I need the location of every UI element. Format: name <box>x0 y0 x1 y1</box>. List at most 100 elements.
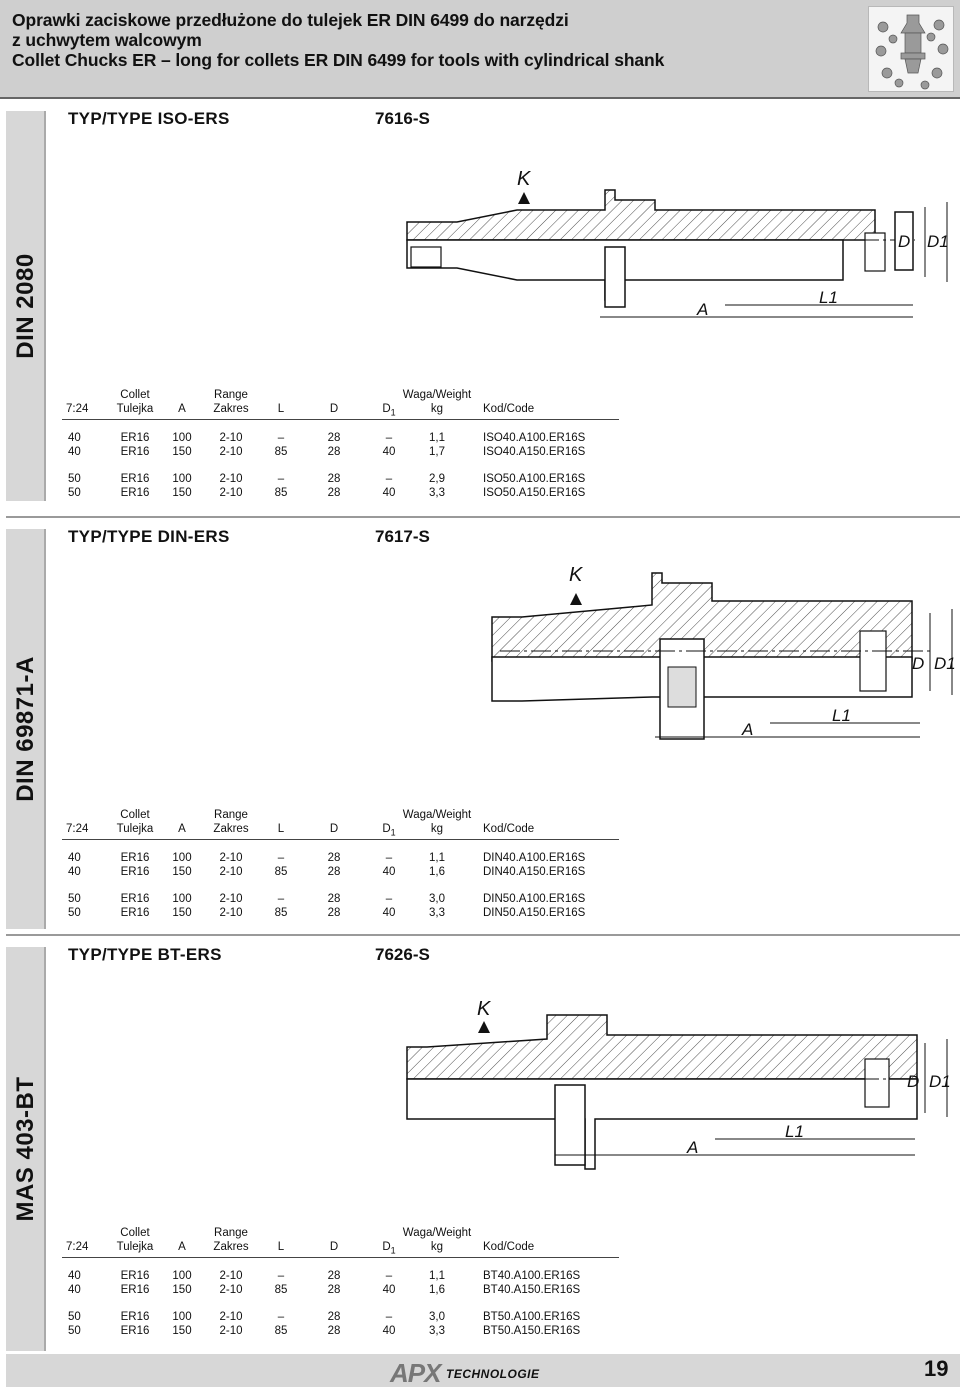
cell-d: 28 <box>327 473 341 485</box>
cell-kg: 3,0 <box>429 1311 445 1323</box>
cell-a: 100 <box>172 473 192 485</box>
k-marker <box>570 593 582 605</box>
k-marker <box>478 1021 490 1033</box>
cell-kg: 3,3 <box>429 1325 445 1337</box>
label-k: K <box>569 564 584 586</box>
cell-collet: ER16 <box>120 1311 150 1323</box>
label-d: D <box>898 232 910 251</box>
side-tab: DIN 2080 <box>6 111 46 501</box>
cell-l: – <box>277 893 285 905</box>
cell-taper: 40 <box>68 446 81 458</box>
cell-code: BT50.A100.ER16S <box>483 1311 581 1323</box>
cell-d: 28 <box>327 1284 341 1296</box>
cell-taper: 40 <box>68 432 81 444</box>
cell-code: ISO50.A100.ER16S <box>483 473 586 485</box>
cell-a: 100 <box>172 1311 192 1323</box>
type-title: TYP/TYPE ISO-ERS <box>68 109 230 128</box>
side-tab: DIN 69871-A <box>6 529 46 929</box>
cell-code: DIN50.A100.ER16S <box>483 893 586 905</box>
th-taper: 7:24 <box>66 1241 89 1253</box>
th-collet-en: Collet <box>120 1227 150 1239</box>
label-l1: L1 <box>785 1122 804 1141</box>
th-code: Kod/Code <box>483 403 535 415</box>
label-d1: D1 <box>929 1072 951 1091</box>
cell-l: – <box>277 1270 285 1282</box>
cell-d: 28 <box>327 446 341 458</box>
cell-l: – <box>277 852 285 864</box>
section-divider <box>6 516 960 518</box>
table-rule <box>62 1257 619 1258</box>
cell-a: 100 <box>172 893 192 905</box>
cell-collet: ER16 <box>120 1284 150 1296</box>
type-code: 7616-S <box>375 109 430 128</box>
th-kg: kg <box>430 1241 444 1253</box>
th-d1: D1 <box>382 1241 395 1255</box>
th-collet-pl: Tulejka <box>116 1241 154 1253</box>
cell-taper: 50 <box>68 893 81 905</box>
th-a: A <box>178 1241 186 1253</box>
cell-l: 85 <box>274 866 288 878</box>
cell-d1: 40 <box>382 487 396 499</box>
type-title: TYP/TYPE DIN-ERS <box>68 527 230 546</box>
cell-kg: 1,6 <box>429 866 445 878</box>
cell-collet: ER16 <box>120 1325 150 1337</box>
page-title: Oprawki zaciskowe przedłużone do tulejek… <box>12 10 664 70</box>
cell-l: 85 <box>274 446 288 458</box>
cell-d: 28 <box>327 487 341 499</box>
cell-kg: 3,3 <box>429 487 445 499</box>
side-label: DIN 2080 <box>12 253 39 359</box>
th-l: L <box>277 403 285 415</box>
th-collet-pl: Tulejka <box>116 823 154 835</box>
page-header: Oprawki zaciskowe przedłużone do tulejek… <box>0 0 960 97</box>
cell-d: 28 <box>327 907 341 919</box>
side-label: DIN 69871-A <box>12 656 39 802</box>
title-line-3: Collet Chucks ER – long for collets ER D… <box>12 50 665 70</box>
th-range-pl: Zakres <box>213 823 249 835</box>
th-d: D <box>329 1241 339 1253</box>
cell-d: 28 <box>327 893 341 905</box>
cell-a: 150 <box>172 1325 192 1337</box>
title-line-2: z uchwytem walcowym <box>12 30 202 50</box>
th-collet-en: Collet <box>120 809 150 821</box>
cell-d: 28 <box>327 1311 341 1323</box>
label-d1: D1 <box>934 654 955 673</box>
side-label: MAS 403-BT <box>12 1076 39 1222</box>
th-d1: D1 <box>382 403 395 417</box>
cell-collet: ER16 <box>120 432 150 444</box>
cell-d1: 40 <box>382 1325 396 1337</box>
th-a: A <box>178 403 186 415</box>
k-marker <box>518 192 530 204</box>
cell-kg: 2,9 <box>429 473 445 485</box>
cell-a: 150 <box>172 487 192 499</box>
cell-taper: 40 <box>68 1284 81 1296</box>
th-collet-en: Collet <box>120 389 150 401</box>
cell-d1: 40 <box>382 866 396 878</box>
cell-taper: 50 <box>68 473 81 485</box>
th-d1-main: D <box>382 403 391 415</box>
cell-d: 28 <box>327 432 341 444</box>
cell-range: 2-10 <box>219 1270 243 1282</box>
cell-l: – <box>277 473 285 485</box>
cell-range: 2-10 <box>219 1325 243 1337</box>
th-collet-pl: Tulejka <box>116 403 154 415</box>
section-divider <box>6 934 960 936</box>
cell-kg: 1,1 <box>429 852 445 864</box>
cell-code: BT40.A100.ER16S <box>483 1270 581 1282</box>
label-d1: D1 <box>927 232 949 251</box>
cell-range: 2-10 <box>219 432 243 444</box>
th-range-en: Range <box>214 809 248 821</box>
cell-l: – <box>277 1311 285 1323</box>
cell-taper: 50 <box>68 1311 81 1323</box>
cell-kg: 1,6 <box>429 1284 445 1296</box>
th-code: Kod/Code <box>483 1241 535 1253</box>
label-a: A <box>696 300 708 319</box>
cell-l: 85 <box>274 907 288 919</box>
label-d: D <box>907 1072 919 1091</box>
th-d1-main: D <box>382 1241 391 1253</box>
label-d: D <box>912 654 924 673</box>
th-weight: Waga/Weight <box>402 1227 472 1239</box>
cell-code: BT40.A150.ER16S <box>483 1284 581 1296</box>
cell-kg: 3,3 <box>429 907 445 919</box>
cell-a: 150 <box>172 1284 192 1296</box>
section-iso-ers: DIN 2080 TYP/TYPE ISO-ERS 7616-S K D D1 … <box>0 97 960 517</box>
